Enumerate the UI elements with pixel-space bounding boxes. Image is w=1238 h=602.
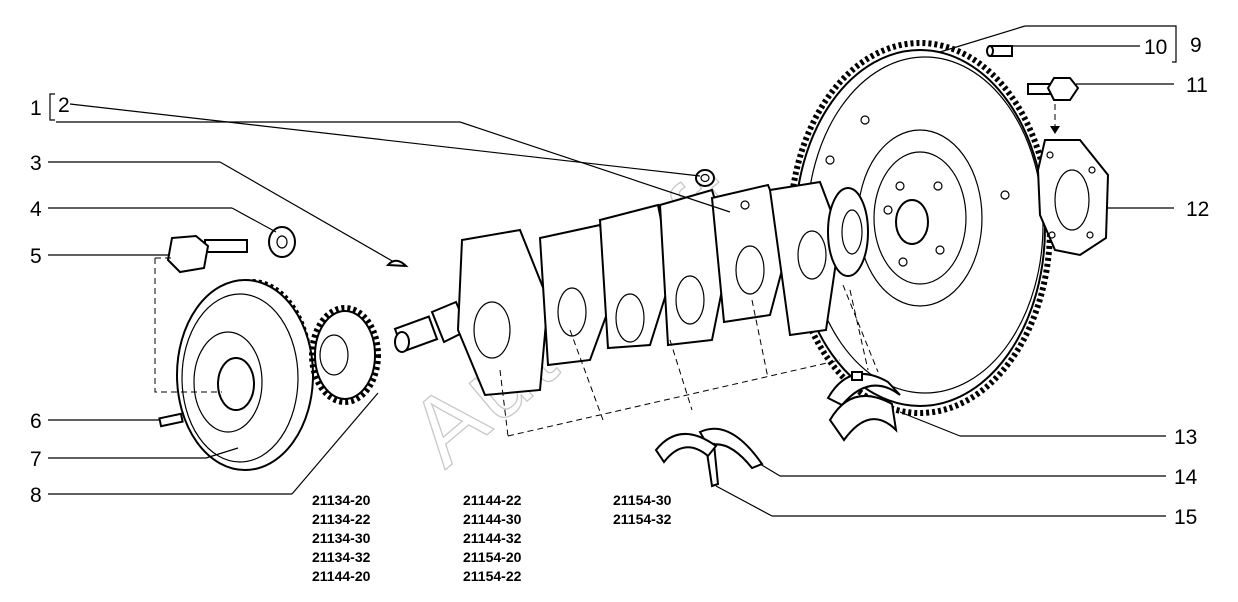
- model-code: 21134-22: [312, 511, 371, 527]
- timing-gear: [309, 305, 381, 405]
- pulley-bolt: [166, 234, 248, 274]
- callout-13: 13: [1174, 426, 1197, 449]
- callout-4: 4: [30, 198, 42, 221]
- flywheel-plate: [1036, 139, 1110, 257]
- callout-9: 9: [1190, 34, 1202, 57]
- washer: [268, 226, 296, 258]
- model-code: 21154-32: [613, 511, 672, 527]
- main-bearing-shell-lower: [654, 432, 718, 464]
- callout-11: 11: [1186, 74, 1208, 97]
- model-code: 21144-22: [463, 492, 522, 508]
- model-code: 21154-20: [463, 549, 522, 565]
- model-codes-column-1: 21134-20 21134-22 21134-30 21134-32 2114…: [312, 492, 371, 584]
- model-code: 21154-22: [463, 568, 522, 584]
- model-code: 21134-30: [312, 530, 371, 546]
- callout-15: 15: [1174, 506, 1197, 529]
- model-code: 21144-20: [312, 568, 371, 584]
- callout-6: 6: [30, 410, 42, 433]
- model-code: 21144-32: [463, 530, 522, 546]
- assembly-guide-lines: [154, 257, 879, 437]
- main-bearing-shell-upper: [698, 427, 764, 488]
- model-code: 21154-30: [613, 492, 672, 508]
- leader-lines: [48, 25, 1177, 517]
- callout-10: 10: [1144, 36, 1167, 59]
- thrust-half-ring: [826, 371, 901, 442]
- callout-3: 3: [30, 152, 42, 175]
- woodruff-key: [385, 259, 409, 268]
- model-codes-column-2: 21144-22 21144-30 21144-32 21154-20 2115…: [463, 492, 522, 584]
- callout-12: 12: [1186, 198, 1209, 221]
- model-code: 21134-32: [312, 549, 371, 565]
- callout-14: 14: [1174, 466, 1198, 489]
- pulley-pin: [158, 412, 184, 428]
- model-code: 21134-20: [312, 492, 371, 508]
- crankshaft-plug: [695, 169, 715, 187]
- crankshaft: [393, 180, 869, 397]
- callout-5: 5: [30, 245, 42, 268]
- flywheel-pin: [986, 45, 1013, 57]
- model-code: 21144-30: [463, 511, 522, 527]
- pulley: [176, 279, 314, 471]
- callout-2: 2: [58, 94, 70, 117]
- model-codes-column-3: 21154-30 21154-32: [613, 492, 672, 527]
- flywheel-bolt: [1027, 77, 1080, 101]
- callout-1: 1: [30, 97, 42, 120]
- callout-8: 8: [30, 484, 42, 507]
- callout-7: 7: [30, 448, 42, 471]
